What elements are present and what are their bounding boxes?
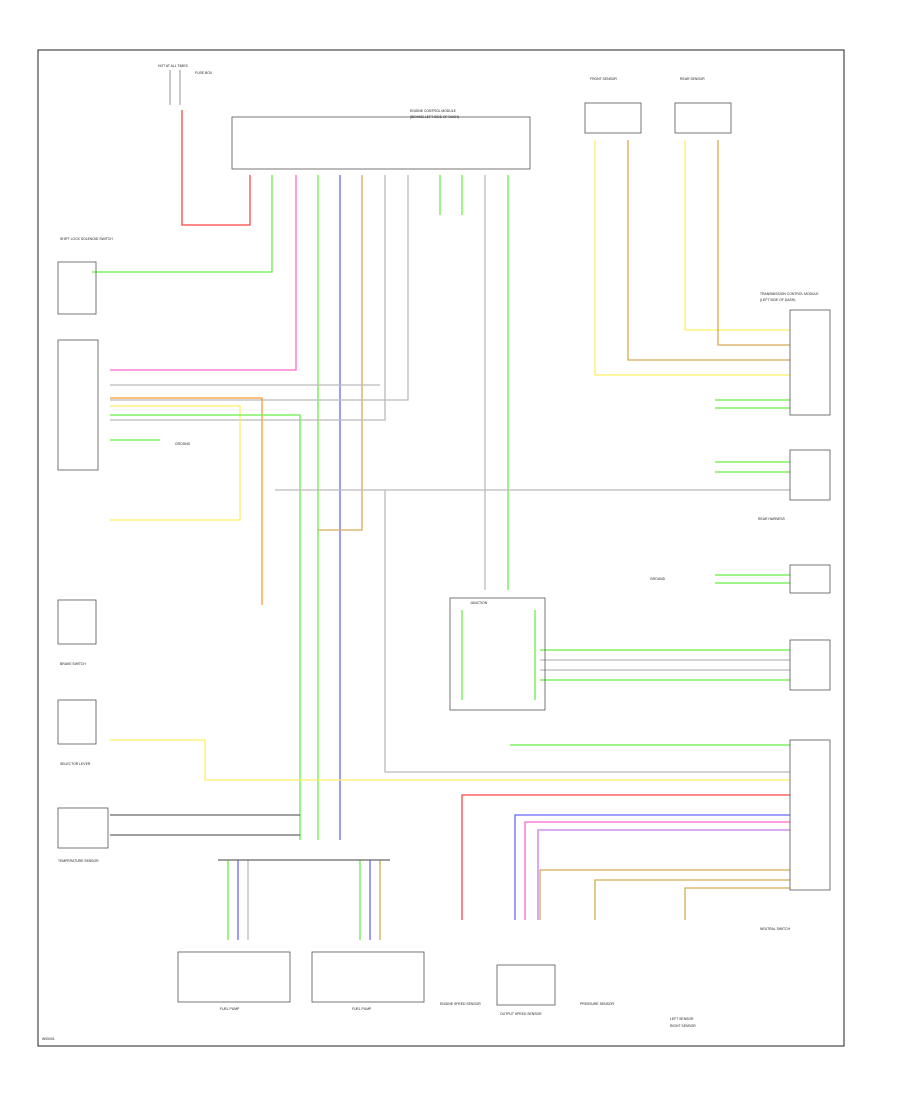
wires bbox=[92, 110, 790, 940]
wire-tan-bottom-3 bbox=[684, 887, 790, 920]
wire-green-1 bbox=[92, 175, 273, 273]
wire-tr-tan-2 bbox=[717, 140, 790, 346]
wire-pink bbox=[110, 175, 297, 371]
wire-gray-2 bbox=[110, 175, 409, 401]
fuel-pump-left-box bbox=[177, 951, 291, 1003]
junction-box bbox=[449, 597, 546, 711]
tcm-b-box bbox=[789, 449, 831, 501]
diagram-border bbox=[37, 49, 845, 1047]
wire-yellow-long bbox=[110, 739, 790, 781]
fuel-pump-right-box bbox=[311, 951, 425, 1003]
front-sensor-box bbox=[584, 102, 642, 134]
brake-switch-label: BRAKE SWITCH bbox=[60, 662, 86, 666]
wire-red-bottom bbox=[461, 794, 790, 920]
junction-label: JUNCTION bbox=[470, 601, 488, 605]
wire-violet-bottom bbox=[537, 829, 790, 920]
tcm-sub: (LEFT SIDE OF DASH) bbox=[760, 298, 795, 302]
page-ref: W00001 bbox=[42, 1037, 55, 1041]
selector-label: SELECTOR LEVER bbox=[60, 762, 91, 766]
wire-tr-yellow-1 bbox=[594, 140, 790, 376]
fuel-pump-right-label: FUEL PUMP bbox=[352, 1007, 372, 1011]
ecu-title: ENGINE CONTROL MODULE bbox=[410, 109, 457, 113]
trans-sensor-box bbox=[57, 807, 109, 849]
pressure-label: PRESSURE SENSOR bbox=[580, 1002, 614, 1006]
wire-tr-tan-1 bbox=[627, 140, 790, 361]
ground-label: GROUND bbox=[175, 442, 191, 446]
tcm-a-box bbox=[789, 309, 831, 416]
tcm-c-box bbox=[789, 564, 831, 594]
wire-yellow-row bbox=[110, 405, 241, 521]
left-sensor-label: LEFT SENSOR bbox=[670, 1017, 694, 1021]
hot-power-label: HOT AT ALL TIMES bbox=[158, 64, 189, 68]
ground-ref-label: GROUND bbox=[650, 577, 666, 581]
rear-harness-label: REAR HARNESS bbox=[758, 517, 785, 521]
output-speed-box bbox=[496, 964, 556, 1006]
tcm-d-box bbox=[789, 639, 831, 691]
neutral-switch-label: NEUTRAL SWITCH bbox=[760, 927, 791, 931]
wire-tan bbox=[318, 175, 363, 531]
ecu-connector-box bbox=[231, 116, 531, 170]
engine-speed-label: ENGINE SPEED SENSOR bbox=[440, 1002, 481, 1006]
top-right-sensors: FRONT SENSOR REAR SENSOR bbox=[584, 77, 732, 134]
wire-red-power bbox=[181, 110, 251, 226]
shift-switch-box bbox=[57, 261, 97, 315]
front-sensor-label: FRONT SENSOR bbox=[590, 77, 617, 81]
temp-sensor-label: TEMPERATURE SENSOR bbox=[58, 859, 99, 863]
wire-pink-bottom bbox=[524, 821, 790, 920]
right-sensor-label: RIGHT SENSOR bbox=[670, 1024, 696, 1028]
rear-sensor-box bbox=[674, 102, 732, 134]
bottom-components: FUEL PUMP FUEL PUMP ENGINE SPEED SENSOR … bbox=[177, 951, 696, 1028]
sensor-block-box bbox=[57, 339, 99, 471]
left-components: SHIFT LOCK SOLENOID SWITCH GROUND BRAKE … bbox=[57, 237, 191, 863]
selector-box bbox=[57, 699, 97, 745]
wire-tan-bottom-2 bbox=[594, 879, 790, 920]
wire-gray-1 bbox=[110, 175, 386, 421]
fuse-box-label: FUSE BOX bbox=[195, 71, 213, 75]
fuel-pump-left-label: FUEL PUMP bbox=[220, 1007, 240, 1011]
tcm-title: TRANSMISSION CONTROL MODULE bbox=[760, 292, 819, 296]
right-components: TRANSMISSION CONTROL MODULE (LEFT SIDE O… bbox=[449, 292, 831, 931]
output-speed-label: OUTPUT SPEED SENSOR bbox=[500, 1012, 542, 1016]
ecu-connector: ENGINE CONTROL MODULE (BEHIND LEFT SIDE … bbox=[231, 109, 531, 170]
wire-tan-bottom-1 bbox=[539, 869, 790, 920]
wire-green-row bbox=[110, 414, 301, 840]
wire-gray-long-2 bbox=[384, 490, 790, 773]
power-source: HOT AT ALL TIMES FUSE BOX bbox=[158, 64, 213, 105]
ecu-subtitle: (BEHIND LEFT SIDE OF DASH) bbox=[410, 115, 459, 119]
wire-blue-bottom bbox=[514, 814, 790, 920]
wire-orange-row bbox=[110, 397, 263, 605]
rear-sensor-label: REAR SENSOR bbox=[680, 77, 705, 81]
wire-tr-yellow-2 bbox=[684, 140, 790, 331]
tcm-main-box bbox=[789, 739, 831, 891]
shift-switch-label: SHIFT LOCK SOLENOID SWITCH bbox=[60, 237, 113, 241]
brake-switch-box bbox=[57, 599, 97, 645]
